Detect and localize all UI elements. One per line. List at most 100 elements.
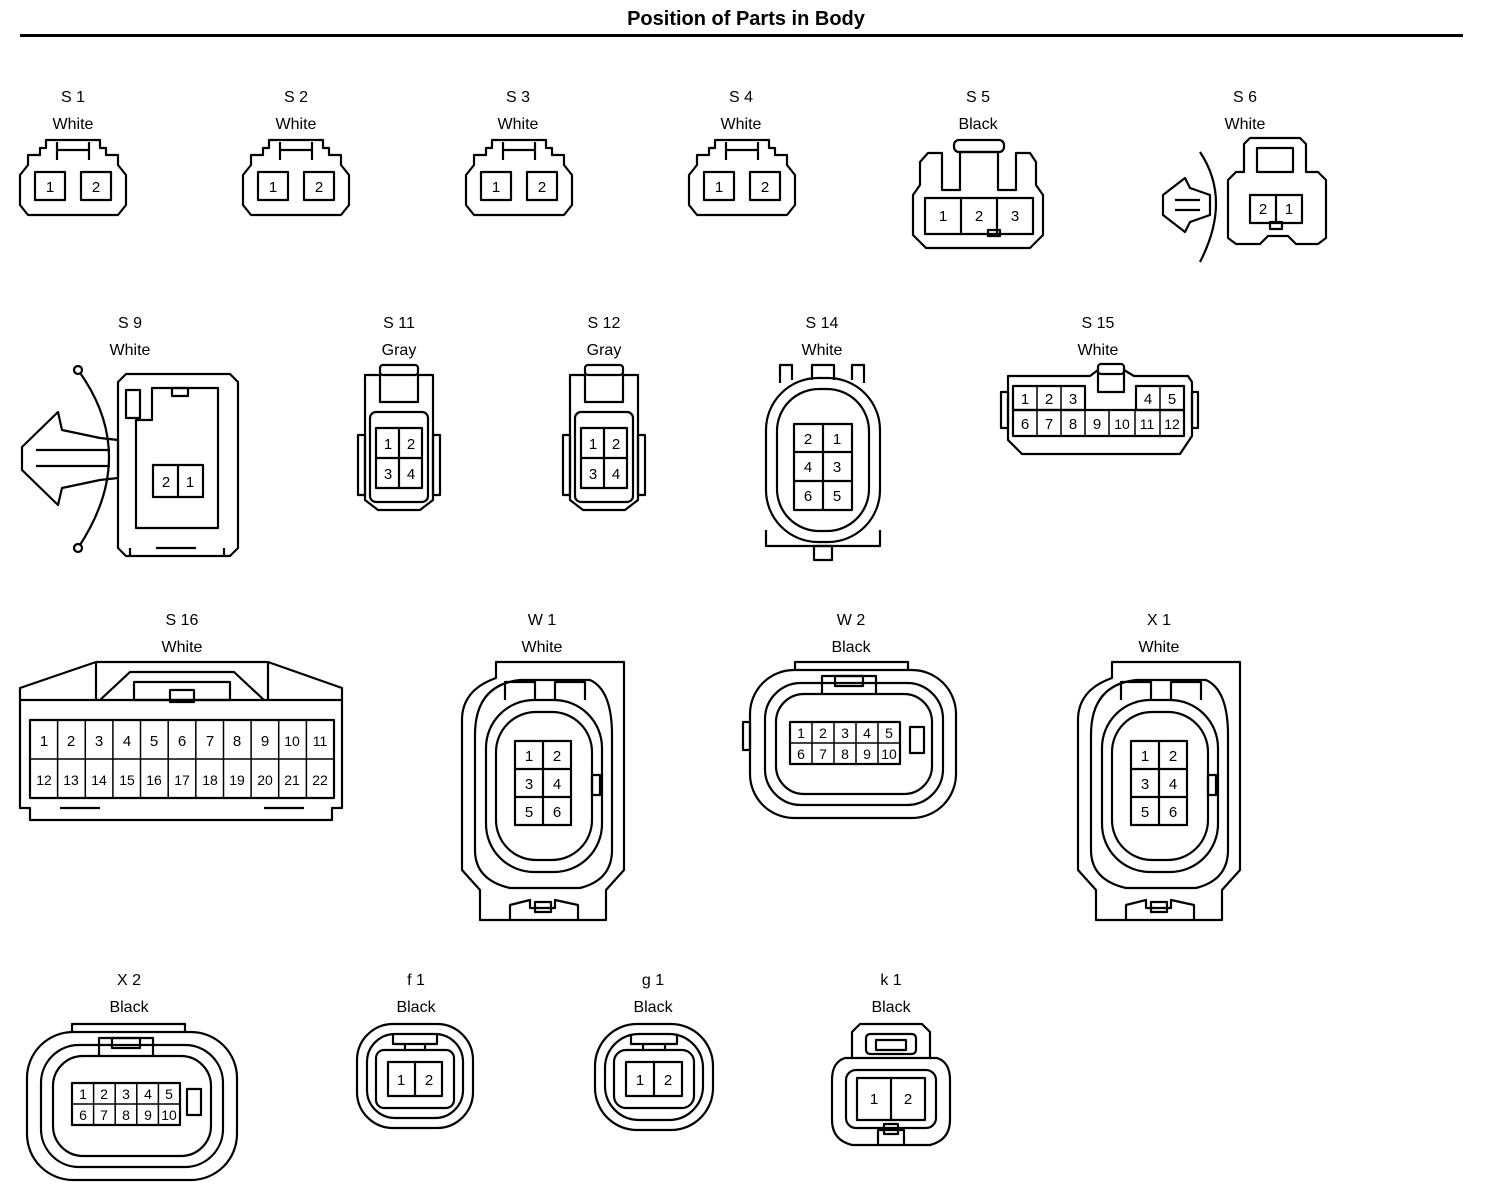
svg-text:4: 4 [407, 466, 415, 483]
svg-text:2: 2 [315, 179, 323, 196]
svg-text:20: 20 [257, 772, 273, 788]
svg-text:11: 11 [1140, 416, 1155, 432]
svg-text:21: 21 [284, 772, 300, 788]
connector-s12: S 12 Gray 1 2 3 4 [561, 315, 647, 512]
connector-s6-face: 2 1 [1161, 136, 1328, 263]
svg-text:1: 1 [870, 1091, 878, 1108]
connector-s9: S 9 White 2 1 [20, 315, 240, 558]
svg-text:1: 1 [186, 474, 194, 491]
connector-w2-face: 1 2 3 4 5 6 7 8 9 10 [741, 660, 958, 820]
connector-w2: W 2 Black 1 2 3 4 5 6 7 8 9 10 [741, 612, 958, 820]
svg-text:3: 3 [95, 733, 103, 750]
connector-s2-color: White [276, 116, 317, 133]
svg-text:6: 6 [1169, 804, 1177, 821]
svg-text:1: 1 [397, 1072, 405, 1089]
connector-x1: X 1 White 1 2 3 4 5 6 [1076, 612, 1242, 922]
connector-s14-color: White [802, 342, 843, 359]
connector-s11-color: Gray [382, 342, 417, 359]
svg-text:15: 15 [119, 772, 135, 788]
svg-text:1: 1 [40, 733, 48, 750]
svg-text:3: 3 [1011, 208, 1019, 225]
connector-w1-color: White [522, 639, 563, 656]
svg-text:2: 2 [819, 725, 827, 741]
connector-s14-face: 2 1 4 3 6 5 [764, 363, 882, 562]
svg-text:1: 1 [269, 179, 277, 196]
svg-text:6: 6 [178, 733, 186, 750]
svg-text:7: 7 [100, 1107, 108, 1123]
svg-text:11: 11 [313, 733, 328, 749]
connector-s1: S 1 White 1 2 [18, 89, 128, 217]
connector-s9-code: S 9 [118, 315, 142, 332]
svg-text:18: 18 [202, 772, 218, 788]
connector-s3-code: S 3 [506, 89, 530, 106]
svg-text:2: 2 [162, 474, 170, 491]
connector-k1: k 1 Black 1 2 [830, 972, 952, 1147]
connector-s16-code: S 16 [166, 612, 199, 629]
svg-text:2: 2 [904, 1091, 912, 1108]
svg-text:2: 2 [1259, 201, 1267, 218]
svg-text:2: 2 [67, 733, 75, 750]
connector-s6-color: White [1225, 116, 1266, 133]
connector-s2-code: S 2 [284, 89, 308, 106]
connector-s12-color: Gray [587, 342, 622, 359]
svg-text:5: 5 [885, 725, 893, 741]
svg-text:4: 4 [1144, 391, 1152, 408]
svg-text:8: 8 [1069, 416, 1077, 433]
svg-text:12: 12 [1164, 416, 1180, 432]
svg-text:9: 9 [261, 733, 269, 750]
svg-text:4: 4 [553, 776, 561, 793]
connector-s15-face: 1 2 3 4 5 6 7 8 9 10 11 12 [999, 362, 1200, 456]
svg-text:7: 7 [206, 733, 214, 750]
svg-text:2: 2 [92, 179, 100, 196]
svg-text:10: 10 [161, 1107, 177, 1123]
svg-text:6: 6 [804, 488, 812, 505]
page-title: Position of Parts in Body [627, 8, 865, 30]
svg-text:1: 1 [79, 1086, 87, 1102]
connector-s12-face: 1 2 3 4 [561, 363, 647, 512]
connector-s14-code: S 14 [806, 315, 839, 332]
svg-text:5: 5 [1141, 804, 1149, 821]
svg-text:6: 6 [797, 746, 805, 762]
connector-s15-color: White [1078, 342, 1119, 359]
svg-text:17: 17 [174, 772, 190, 788]
connector-s5-face: 1 2 3 [911, 138, 1045, 250]
connector-s1-color: White [53, 116, 94, 133]
connector-x2-code: X 2 [117, 972, 141, 989]
svg-text:1: 1 [939, 208, 947, 225]
svg-text:5: 5 [165, 1086, 173, 1102]
connector-g1-color: Black [633, 999, 673, 1016]
connector-s16-color: White [162, 639, 203, 656]
connector-s6-code: S 6 [1233, 89, 1257, 106]
svg-text:3: 3 [1141, 776, 1149, 793]
svg-text:5: 5 [525, 804, 533, 821]
svg-text:8: 8 [233, 733, 241, 750]
svg-text:2: 2 [538, 179, 546, 196]
svg-text:4: 4 [863, 725, 871, 741]
connector-s15-code: S 15 [1082, 315, 1115, 332]
svg-text:2: 2 [804, 431, 812, 448]
svg-text:7: 7 [819, 746, 827, 762]
svg-text:3: 3 [589, 466, 597, 483]
connector-s5-color: Black [958, 116, 998, 133]
connector-g1: g 1 Black 1 2 [593, 972, 715, 1132]
connector-w1-face: 1 2 3 4 5 6 [460, 660, 626, 922]
svg-text:3: 3 [525, 776, 533, 793]
connector-s2-face: 1 2 [241, 138, 351, 217]
svg-text:12: 12 [36, 772, 52, 788]
connector-x2-face: 1 2 3 4 5 6 7 8 9 10 [25, 1022, 239, 1182]
svg-text:10: 10 [284, 733, 300, 749]
svg-text:10: 10 [1114, 416, 1130, 432]
connector-s1-code: S 1 [61, 89, 85, 106]
svg-text:1: 1 [833, 431, 841, 448]
connector-f1-color: Black [396, 999, 436, 1016]
connector-s4-color: White [721, 116, 762, 133]
svg-text:2: 2 [664, 1072, 672, 1089]
connector-s16-face: 1 2 3 4 5 6 7 8 9 10 11 12 13 14 15 16 1… [18, 660, 344, 822]
svg-text:1: 1 [589, 436, 597, 453]
svg-text:2: 2 [425, 1072, 433, 1089]
svg-text:13: 13 [63, 772, 79, 788]
svg-text:9: 9 [863, 746, 871, 762]
svg-text:4: 4 [804, 459, 812, 476]
connector-s9-color: White [110, 342, 151, 359]
